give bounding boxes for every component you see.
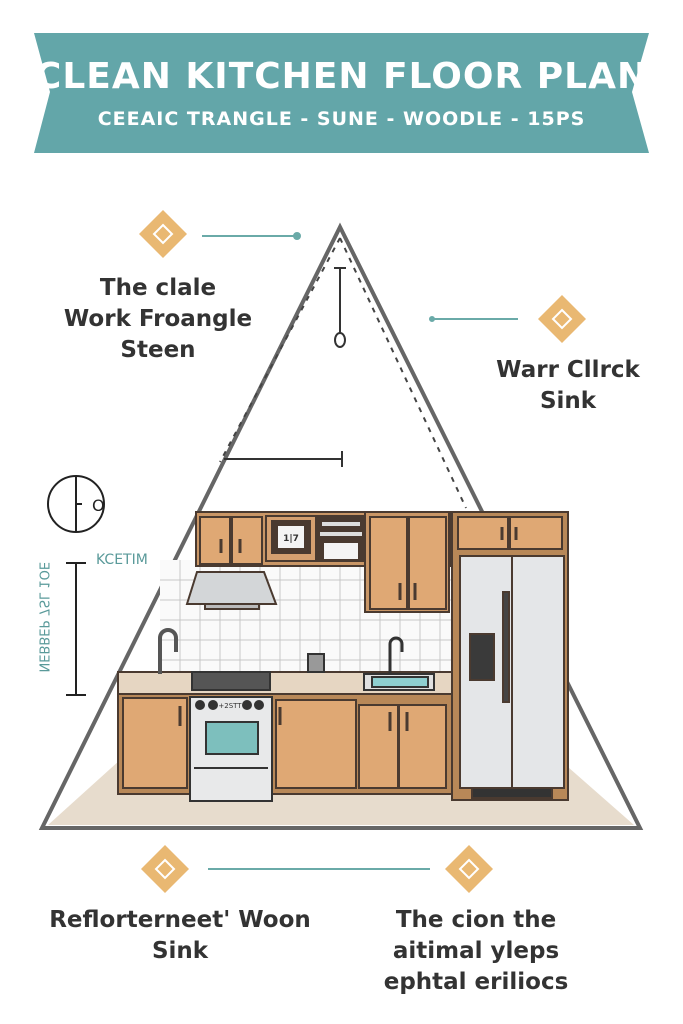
stove	[189, 671, 273, 802]
title-banner	[34, 33, 649, 153]
connector-lines	[202, 232, 518, 870]
callout-line: Steen	[120, 337, 196, 363]
circle-mark: O	[92, 496, 105, 515]
callout-line: The cion the	[395, 907, 557, 933]
upper-cabinets	[185, 511, 451, 613]
callout-refrigerator: Reflorterneet' Woon Sink	[20, 905, 340, 967]
callout-line: Work Froangle	[63, 306, 253, 332]
base-cabinets	[117, 671, 453, 795]
diamond-icon	[139, 210, 187, 258]
callout-line: Warr Cllrck	[496, 357, 640, 383]
oven-label: +2STT	[218, 702, 242, 710]
callout-line: aitimal yleps	[392, 938, 560, 964]
vertical-scale-label: NEBBEP 7SL 1OE	[35, 561, 51, 673]
diamond-icon	[445, 845, 493, 893]
diamond-icon	[538, 295, 586, 343]
scale-marker	[47, 475, 105, 696]
sink	[158, 628, 435, 691]
refrigerator	[451, 511, 569, 801]
callout-line: Sink	[151, 938, 209, 964]
diamond-icon	[141, 845, 189, 893]
callout-line: ephtal eriliocs	[383, 969, 569, 995]
callout-line: The clale	[99, 275, 217, 301]
page-title: CLEAN KITCHEN FLOOR PLAN	[34, 56, 649, 97]
callout-sink: Warr Cllrck Sink	[458, 355, 678, 417]
callout-line: Reflorterneet' Woon	[49, 907, 311, 933]
callout-work-triangle: The clale Work Froangle Steen	[28, 273, 288, 366]
callout-line: Sink	[539, 388, 597, 414]
callout-optimal: The cion the aitimal yleps ephtal erilio…	[346, 905, 606, 998]
page-subtitle: CEEAIC TRANGLE - SUNE - WOODLE - 15PS	[97, 108, 586, 130]
microwave-display: 1|7	[283, 534, 299, 544]
side-label: KCETIM	[96, 552, 148, 568]
